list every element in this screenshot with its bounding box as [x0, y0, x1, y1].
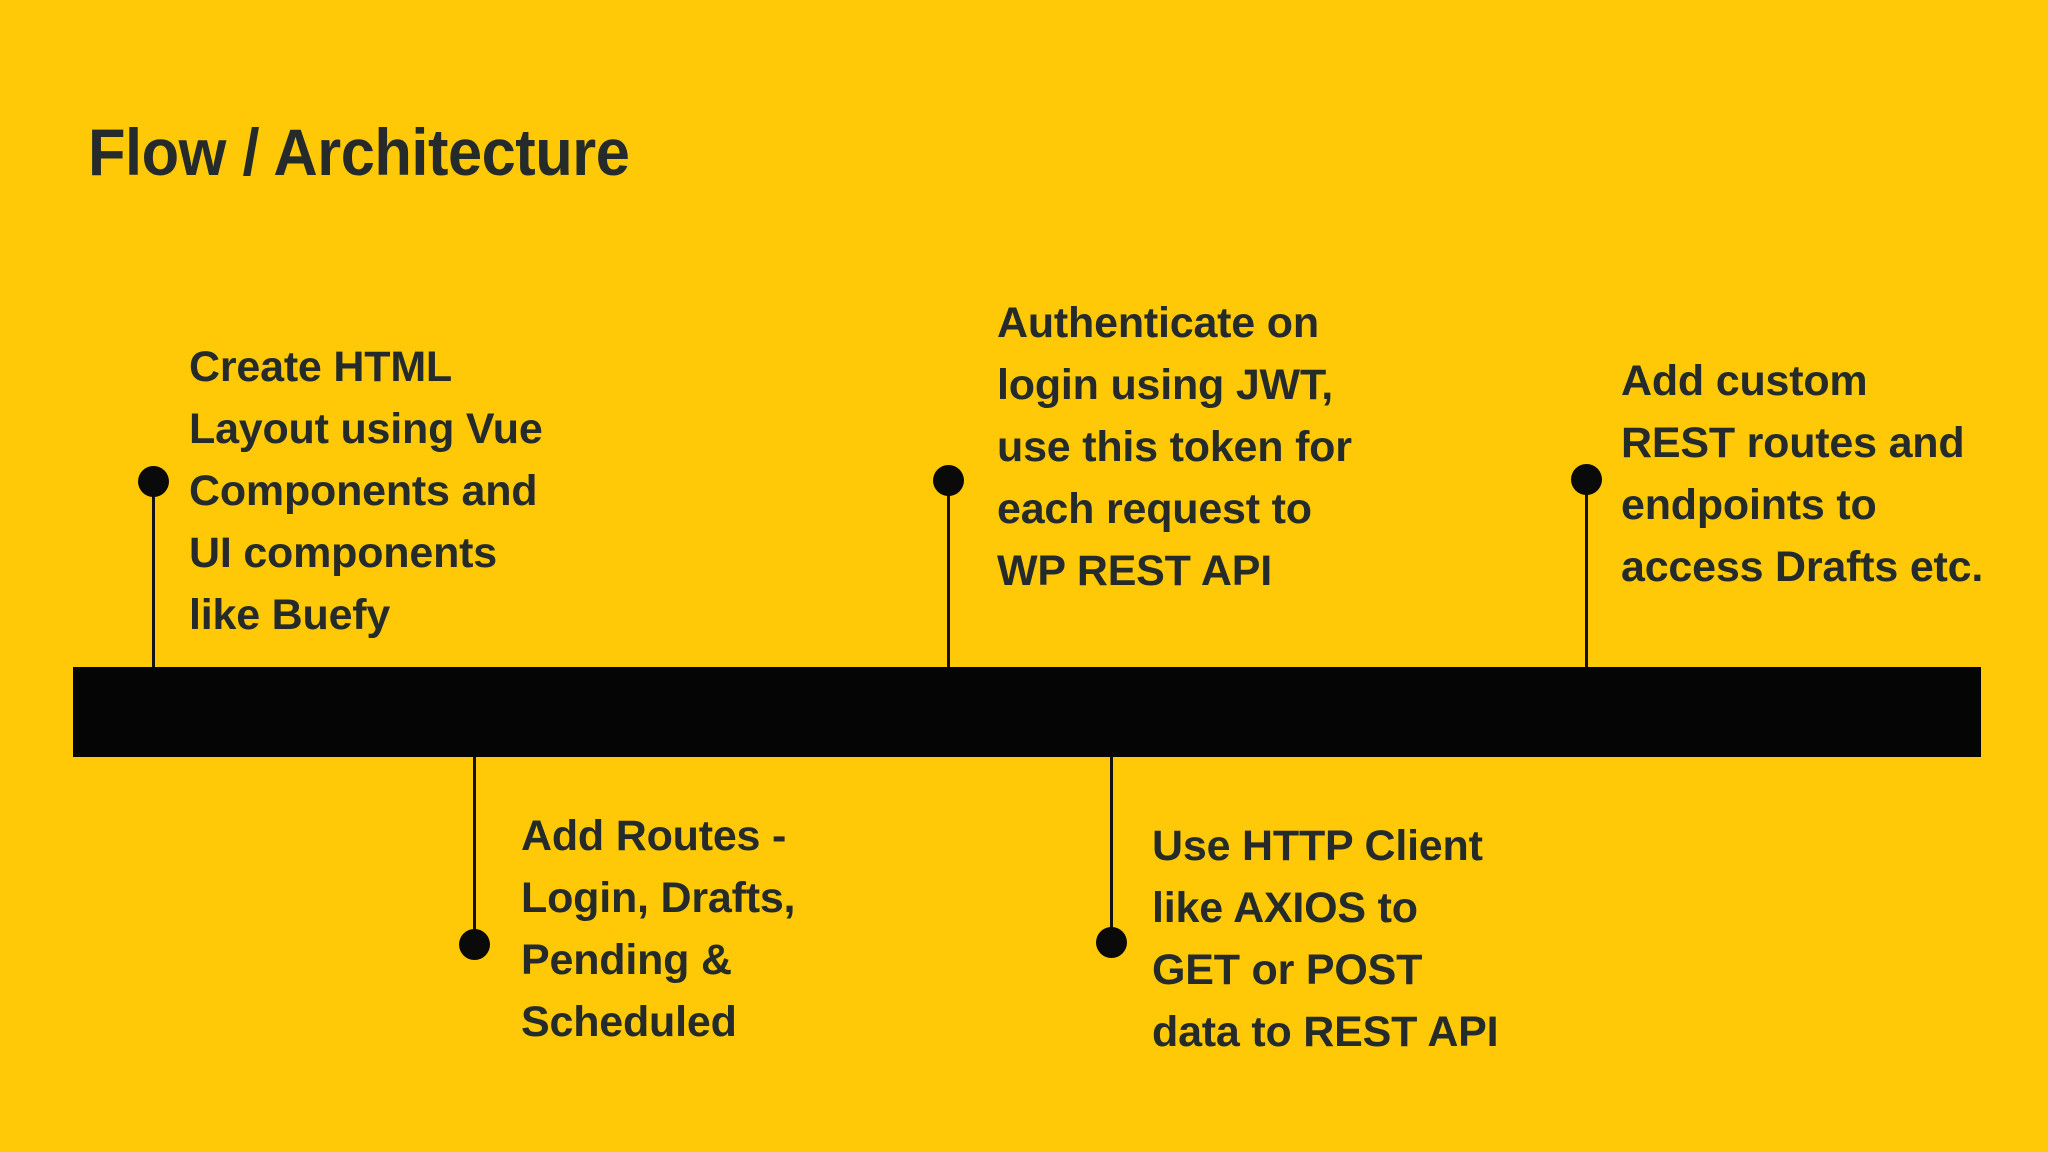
connector-dot-5 — [1571, 464, 1602, 495]
connector-stem-1 — [152, 481, 155, 667]
connector-dot-2 — [459, 929, 490, 960]
connector-stem-4 — [1110, 757, 1113, 943]
connector-stem-5 — [1585, 479, 1588, 667]
callout-step-1: Create HTML Layout using Vue Components … — [189, 343, 543, 639]
callout-step-3: Authenticate on login using JWT, use thi… — [997, 299, 1352, 595]
connector-dot-3 — [933, 465, 964, 496]
timeline-bar — [73, 667, 1981, 757]
connector-dot-1 — [138, 466, 169, 497]
callout-step-5: Add custom REST routes and endpoints to … — [1621, 357, 1984, 591]
connector-dot-4 — [1096, 927, 1127, 958]
page-title: Flow / Architecture — [88, 115, 630, 189]
connector-stem-3 — [947, 480, 950, 667]
callout-step-4: Use HTTP Client like AXIOS to GET or POS… — [1152, 822, 1499, 1056]
callout-step-2: Add Routes - Login, Drafts, Pending & Sc… — [521, 812, 796, 1046]
connector-stem-2 — [473, 757, 476, 945]
